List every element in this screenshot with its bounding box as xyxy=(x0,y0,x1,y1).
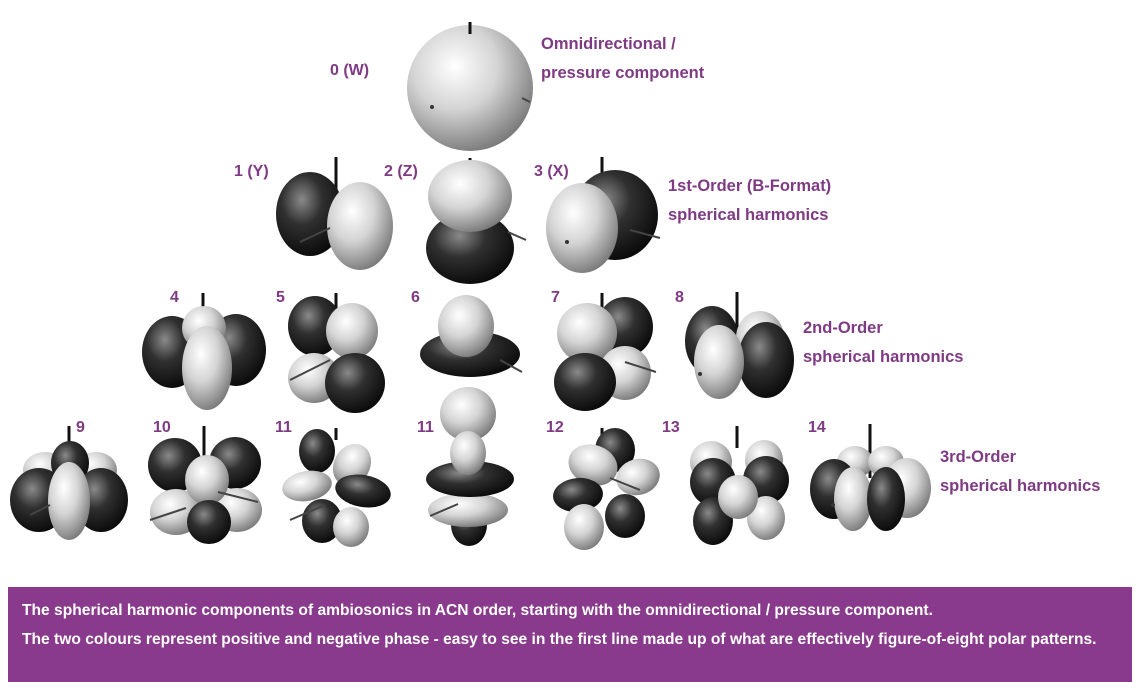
order-label-0-line2: pressure component xyxy=(541,64,705,82)
component-label-11a: 11 xyxy=(275,419,292,436)
component-label-14: 14 xyxy=(808,419,826,436)
harmonics-diagram: 0 (W) 1 (Y) 2 (Z) 3 (X) 4 5 6 7 8 9 10 1… xyxy=(10,22,1100,550)
component-14-shape xyxy=(810,424,931,531)
component-label-13: 13 xyxy=(662,419,680,436)
order-label-3-line2: spherical harmonics xyxy=(940,477,1101,495)
order-label-1-line2: spherical harmonics xyxy=(668,206,829,224)
component-3-shape xyxy=(546,157,661,273)
order-label-2-line2: spherical harmonics xyxy=(803,348,964,366)
component-label-4: 4 xyxy=(170,289,179,306)
component-label-1: 1 (Y) xyxy=(234,163,269,180)
caption-line-2: The two colours represent positive and n… xyxy=(22,630,1097,648)
component-6-shape xyxy=(420,295,523,441)
component-label-6: 6 xyxy=(411,289,420,306)
component-2-shape xyxy=(426,158,527,284)
component-label-10: 10 xyxy=(153,419,171,436)
component-label-11b: 11 xyxy=(417,419,434,436)
component-label-12: 12 xyxy=(546,419,564,436)
component-1-shape xyxy=(276,157,393,270)
component-10-shape xyxy=(148,426,262,544)
component-label-8: 8 xyxy=(675,289,684,306)
component-11a-shape xyxy=(282,428,391,547)
order-label-3-line1: 3rd-Order xyxy=(940,448,1017,466)
component-0-shape xyxy=(407,22,533,151)
component-7-shape xyxy=(554,293,657,411)
component-4-shape xyxy=(142,293,266,410)
component-label-7: 7 xyxy=(551,289,560,306)
order-label-1: 1st-Order (B-Format) spherical harmonics xyxy=(668,172,831,230)
component-11b-shape xyxy=(426,431,514,546)
order-label-2: 2nd-Order spherical harmonics xyxy=(803,314,963,372)
component-label-5: 5 xyxy=(276,289,285,306)
component-label-2: 2 (Z) xyxy=(384,163,418,180)
component-label-0: 0 (W) xyxy=(330,62,370,79)
order-label-0-line1: Omnidirectional / xyxy=(541,35,676,53)
component-13-shape xyxy=(690,426,789,545)
component-label-3: 3 (X) xyxy=(534,163,569,180)
harmonics-illustration xyxy=(10,22,931,550)
order-label-0: Omnidirectional / pressure component xyxy=(541,30,704,88)
component-label-9: 9 xyxy=(76,419,85,436)
order-label-3: 3rd-Order spherical harmonics xyxy=(940,443,1100,501)
component-12-shape xyxy=(553,428,660,550)
order-label-2-line1: 2nd-Order xyxy=(803,319,883,337)
caption-line-1: The spherical harmonic components of amb… xyxy=(22,602,933,619)
component-5-shape xyxy=(288,293,385,413)
caption-box: The spherical harmonic components of amb… xyxy=(8,587,1132,682)
component-9-shape xyxy=(10,426,128,540)
component-8-shape xyxy=(685,292,794,399)
order-label-1-line1: 1st-Order (B-Format) xyxy=(668,177,832,195)
